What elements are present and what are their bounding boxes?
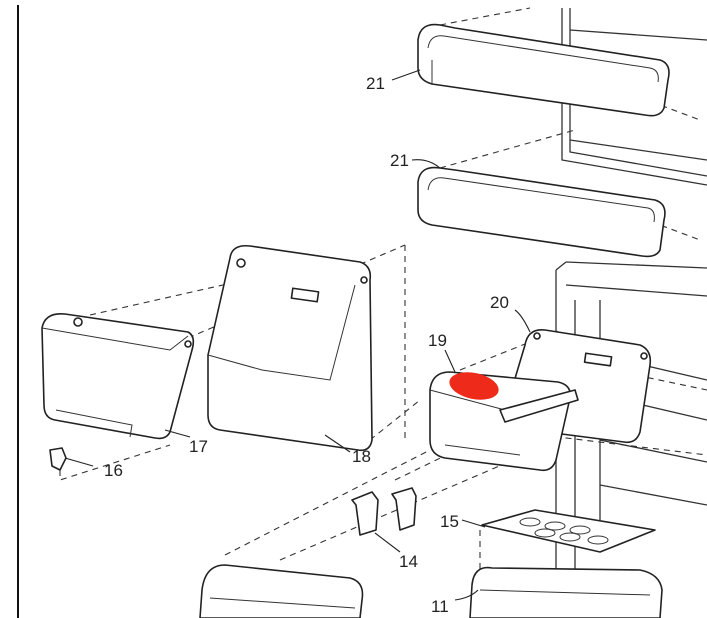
callout-11: 11	[431, 597, 449, 616]
bin-17	[41, 312, 195, 440]
clip-16	[49, 447, 67, 471]
callout-18: 18	[352, 447, 371, 466]
egg-tray-15	[481, 509, 656, 553]
callout-16: 16	[104, 461, 123, 480]
callout-14: 14	[399, 552, 418, 571]
leader-lines	[64, 69, 531, 601]
bin-18	[207, 244, 373, 452]
callout-15: 15	[440, 512, 459, 531]
bin-bottom-left	[199, 564, 364, 618]
callout-21-upper: 21	[366, 74, 385, 93]
callout-20: 20	[490, 293, 509, 312]
callout-19: 19	[428, 331, 447, 350]
brackets-14	[351, 487, 417, 536]
highlight-marker	[449, 372, 499, 400]
bin-11	[469, 566, 663, 618]
door-bin-21-lower	[417, 166, 666, 258]
callout-17: 17	[189, 437, 208, 456]
callout-21-lower: 21	[390, 151, 409, 170]
door-bin-21-upper	[417, 23, 670, 117]
